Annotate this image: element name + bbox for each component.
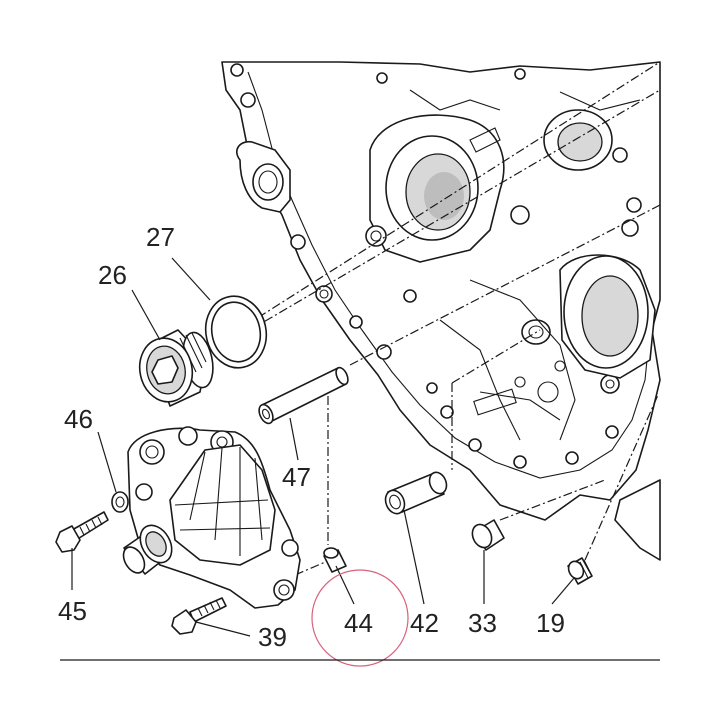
- label-44: 44: [344, 608, 373, 638]
- dowel-44: [323, 547, 347, 573]
- leader-lines: [71, 257, 575, 637]
- label-39: 39: [258, 622, 287, 652]
- plug-26: [138, 329, 214, 407]
- label-46: 46: [64, 404, 93, 434]
- label-47: 47: [282, 462, 311, 492]
- label-19: 19: [536, 608, 565, 638]
- label-27: 27: [146, 222, 175, 252]
- plug-33: [471, 519, 505, 551]
- highlight-circle: [311, 569, 409, 667]
- bolt-39: [171, 597, 227, 635]
- washer-46: [111, 491, 129, 513]
- part-labels: 27 26 46 47 45 39 44 42 33 19: [58, 222, 565, 652]
- o-ring-27: [204, 295, 268, 369]
- sleeve-42: [384, 471, 448, 515]
- label-42: 42: [410, 608, 439, 638]
- bolt-45: [55, 511, 109, 553]
- tube-47: [258, 366, 349, 425]
- pump-housing: [122, 426, 301, 609]
- label-26: 26: [98, 260, 127, 290]
- assembly-centerlines: [214, 61, 661, 576]
- screw-19: [567, 557, 593, 585]
- label-33: 33: [468, 608, 497, 638]
- label-45: 45: [58, 596, 87, 626]
